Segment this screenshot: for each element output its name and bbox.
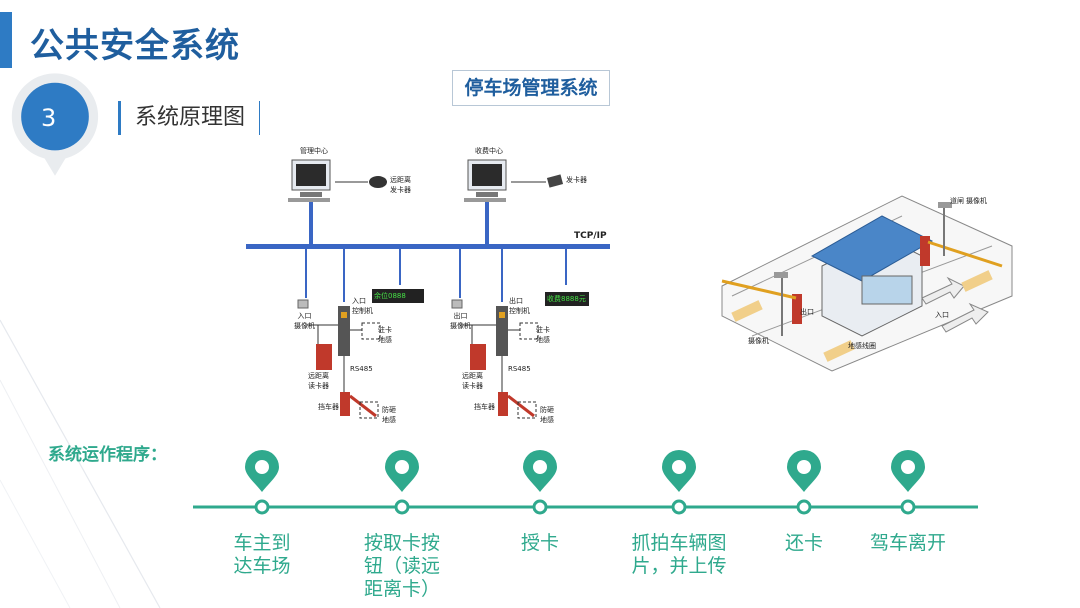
right-anti-smash-label: 防砸 地感 [540, 406, 554, 424]
scene-entry-label: 入口 [935, 311, 949, 319]
toll-center-label: 收费中心 [475, 147, 503, 155]
entry-camera-label: 入口 摄像机 [294, 312, 315, 330]
page-title: 公共安全系统 [30, 26, 240, 66]
exit-camera-label: 出口 摄像机 [450, 312, 471, 330]
step-label: 还卡 [785, 532, 824, 554]
card-issuer-label: 发卡器 [566, 176, 587, 184]
entry-controller-icon [338, 306, 350, 356]
system-diagram [246, 159, 610, 419]
section-number: 3 [41, 104, 57, 132]
entry-loop-label: 驻卡 地感 [378, 326, 392, 344]
section-number-badge [11, 73, 99, 176]
scene-camera-top-label: 摄像机 [966, 197, 987, 205]
right-display-icon [545, 292, 589, 306]
scene-fence-label: 道闸 [950, 197, 964, 205]
entry-reader-icon [316, 344, 332, 370]
left-display-icon [372, 289, 424, 303]
rs485-left-label: RS485 [350, 365, 373, 373]
network-bus [246, 244, 610, 249]
right-barrier-label: 挡车器 [474, 403, 495, 411]
step-pin-icon [244, 449, 280, 492]
step-label: 授卡 [521, 532, 560, 554]
step-pin-icon [787, 450, 821, 492]
right-display-text: 收费8888元 [547, 295, 586, 303]
management-pc-icon [288, 159, 331, 202]
left-anti-smash-label: 防砸 地感 [382, 406, 396, 424]
right-barrier-icon [498, 392, 508, 416]
procedure-label: 系统运作程序： [48, 445, 167, 465]
step-label: 抓拍车辆图 片，并上传 [631, 532, 727, 577]
exit-controller-label: 出口 控制机 [509, 297, 530, 315]
exit-loop-label: 驻卡 地感 [536, 326, 550, 344]
step-node [394, 499, 410, 515]
step-label: 按取卡按 钮（读远 距离卡） [364, 532, 441, 600]
parking-lot-illustration [721, 195, 1013, 372]
exit-controller-icon [496, 306, 508, 356]
step-pin-icon [523, 450, 557, 492]
left-barrier-label: 挡车器 [318, 403, 339, 411]
step-label: 车主到 达车场 [233, 532, 291, 577]
scene-ground-loop-label: 地感线圈 [848, 342, 876, 350]
long-range-issuer-icon [369, 176, 387, 188]
step-pin-icon [891, 450, 925, 492]
step-node [254, 499, 270, 515]
exit-reader-label: 远距离 读卡器 [462, 372, 483, 390]
diagram-title: 停车场管理系统 [452, 70, 610, 106]
long-range-issuer-label: 远距离 发卡器 [390, 176, 411, 194]
step-node [532, 499, 548, 515]
exit-reader-icon [470, 344, 486, 370]
left-barrier-icon [340, 392, 350, 416]
section-title: 系统原理图 [118, 101, 261, 135]
entry-reader-label: 远距离 读卡器 [308, 372, 329, 390]
card-issuer-icon [546, 174, 564, 188]
toll-pc-icon [464, 159, 507, 202]
procedure-timeline [193, 449, 978, 515]
step-node [796, 499, 812, 515]
management-center-label: 管理中心 [300, 147, 328, 155]
network-label: TCP/IP [574, 231, 607, 241]
step-node [671, 499, 687, 515]
step-pin-icon [662, 450, 696, 492]
rs485-right-label: RS485 [508, 365, 531, 373]
left-display-text: 余位0888 [374, 292, 406, 300]
step-pin-icon [385, 450, 419, 492]
title-accent-bar [0, 12, 12, 68]
scene-camera-left-label: 摄像机 [748, 337, 769, 345]
entry-controller-label: 入口 控制机 [352, 297, 373, 315]
step-node [900, 499, 916, 515]
scene-exit-label: 出口 [800, 308, 814, 316]
step-label: 驾车离开 [870, 532, 947, 554]
